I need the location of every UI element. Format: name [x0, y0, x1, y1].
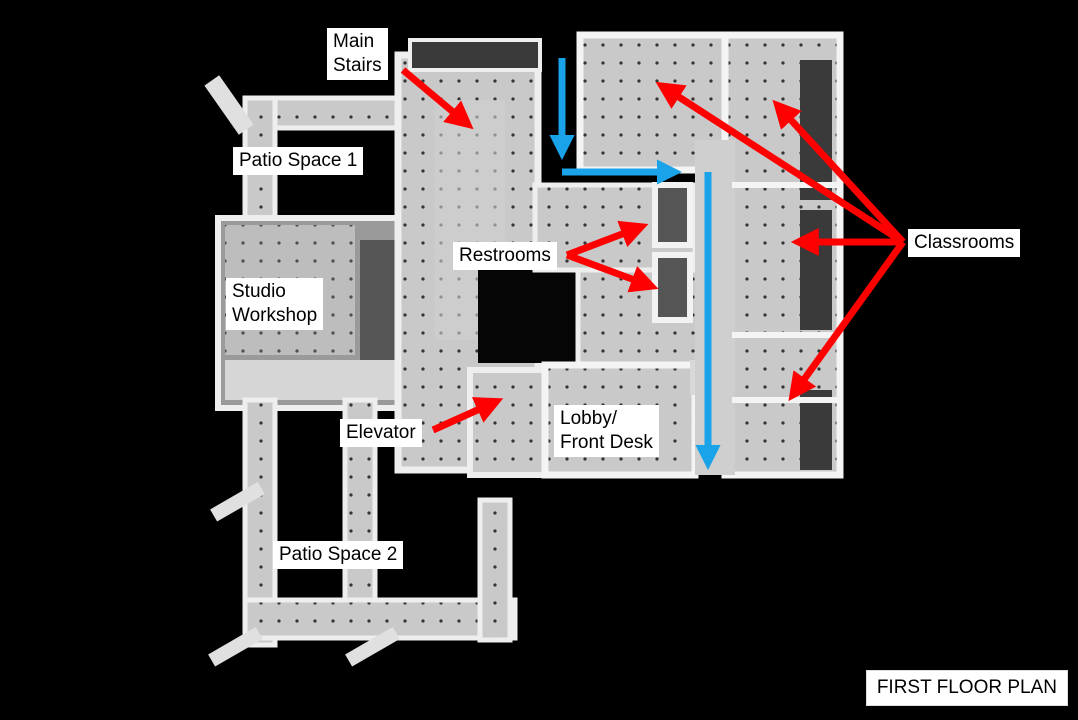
arrow-classroom-1	[655, 81, 905, 245]
plan-title: FIRST FLOOR PLAN	[865, 670, 1068, 706]
label-lobby-front-desk: Lobby/ Front Desk	[554, 405, 659, 457]
label-studio-workshop: Studio Workshop	[226, 278, 324, 330]
label-main-stairs-line1: Main	[333, 31, 375, 52]
circulation-arrows	[549, 58, 721, 471]
label-classrooms: Classrooms	[908, 229, 1021, 257]
courtyard-void	[478, 268, 578, 363]
arrow-restroom-2	[565, 251, 659, 293]
arrow-classroom-2	[772, 99, 906, 245]
label-studio-line1: Studio	[232, 281, 286, 302]
label-patio-space-2: Patio Space 2	[273, 541, 404, 569]
annotation-arrows	[400, 67, 906, 434]
label-lobby-line1: Lobby/	[560, 408, 618, 429]
arrow-main-stairs	[400, 67, 474, 130]
label-lobby-line2: Front Desk	[560, 432, 653, 453]
label-main-stairs-line2: Stairs	[333, 55, 382, 76]
label-elevator: Elevator	[340, 419, 422, 447]
arrow-classroom-4	[788, 239, 906, 402]
label-studio-line2: Workshop	[232, 305, 318, 326]
label-restrooms: Restrooms	[453, 242, 557, 270]
arrow-elevator	[431, 397, 504, 434]
restrooms-block	[652, 182, 693, 323]
label-main-stairs: Main Stairs	[327, 28, 388, 80]
label-patio-space-1: Patio Space 1	[233, 147, 364, 175]
patio-space-1-walls	[204, 75, 408, 221]
arrow-restroom-1	[565, 220, 649, 259]
